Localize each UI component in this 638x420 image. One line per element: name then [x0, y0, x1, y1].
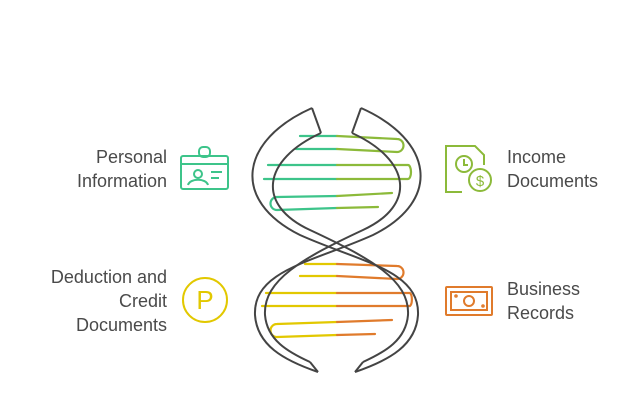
- strand-b: [253, 107, 422, 373]
- rung-right: [335, 191, 394, 210]
- rung-right: [335, 134, 405, 154]
- parking-circle-icon: P: [182, 277, 228, 323]
- svg-text:$: $: [476, 173, 485, 190]
- strand-ends: [309, 107, 364, 373]
- rung-left: [269, 194, 339, 212]
- rung-left: [294, 134, 339, 151]
- rung-right: [335, 318, 394, 337]
- rung-left: [269, 320, 339, 339]
- svg-text:P: P: [196, 285, 213, 315]
- strand-a: [251, 107, 420, 373]
- rung-left: [298, 262, 339, 278]
- id-card-icon: [180, 146, 229, 190]
- rung-right: [335, 163, 413, 181]
- rungs-top: [262, 134, 413, 212]
- strand-b-inner: [263, 132, 401, 363]
- rung-right: [335, 262, 405, 281]
- document-clock-dollar-icon: $: [445, 145, 492, 193]
- helix-strands: [251, 107, 422, 373]
- cash-bill-icon: [445, 286, 493, 316]
- strand-a-inner: [272, 132, 410, 363]
- rungs-bottom: [260, 262, 413, 339]
- rung-left: [260, 291, 339, 308]
- rung-right: [335, 291, 413, 308]
